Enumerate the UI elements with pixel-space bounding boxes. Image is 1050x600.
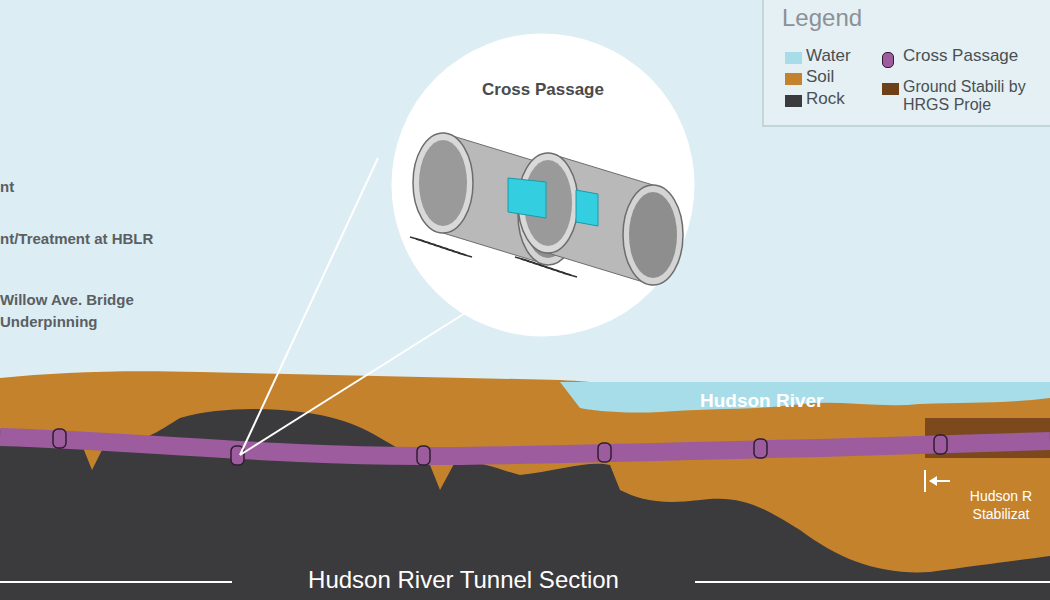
rock-layer xyxy=(0,409,1050,600)
legend-text: Ground Stabili by HRGS Proje xyxy=(903,78,1029,114)
legend-swatch xyxy=(882,52,894,68)
legend-swatch xyxy=(785,52,802,64)
title-rule xyxy=(0,581,232,583)
callout-outline xyxy=(388,30,698,340)
legend-swatch xyxy=(785,73,802,85)
stabilization-label: Hudson R Stabilizat xyxy=(955,487,1047,523)
side-note: Willow Ave. Bridge Underpinning xyxy=(0,289,160,333)
legend-swatch xyxy=(785,95,802,107)
cross-passage-marks xyxy=(53,429,947,465)
legend-panel xyxy=(763,0,1050,126)
soil-layer xyxy=(0,371,1050,600)
leader-line xyxy=(240,310,470,455)
extent-tick xyxy=(924,470,926,492)
callout-title: Cross Passage xyxy=(388,80,698,100)
river-label: Hudson River xyxy=(700,390,824,412)
cross-passage-illustration xyxy=(410,133,683,285)
arrowhead xyxy=(929,476,937,486)
side-note: nt/Treatment at HBLR xyxy=(0,230,153,247)
legend-title: Legend xyxy=(782,4,862,32)
title-rule xyxy=(695,581,1050,583)
section-title: Hudson River Tunnel Section xyxy=(232,566,695,594)
tunnel-tube xyxy=(0,437,1050,456)
side-note: nt xyxy=(0,178,14,195)
legend-text: Cross Passage xyxy=(903,47,1048,65)
callout-circle: Cross Passage xyxy=(388,30,698,340)
river-water xyxy=(560,382,1050,413)
legend-swatch xyxy=(882,83,899,95)
